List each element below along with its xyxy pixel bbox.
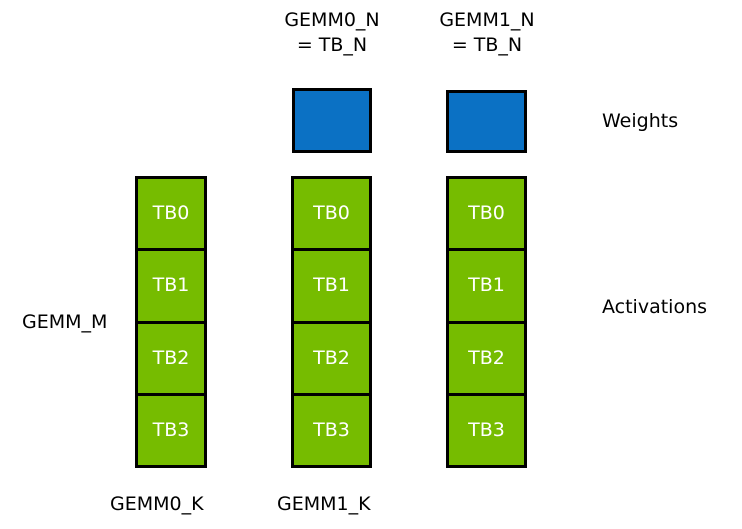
activation-cell-label: TB0	[152, 202, 190, 225]
top-label-gemm1-n-line1: GEMM1_N	[439, 9, 535, 31]
activation-cell-label: TB3	[313, 418, 350, 441]
legend-label-weights: Weights	[602, 110, 679, 132]
activation-cell: TB1	[135, 248, 207, 324]
axis-label-gemm-m: GEMM_M	[22, 311, 108, 333]
activation-cell: TB0	[446, 176, 527, 252]
activation-cell: TB3	[291, 392, 372, 468]
weight-block-gemm0	[292, 88, 372, 153]
activation-cell-label: TB3	[152, 418, 190, 441]
activation-cell: TB3	[446, 392, 527, 468]
activation-cell: TB2	[291, 320, 372, 396]
activation-cell-label: TB2	[313, 346, 350, 369]
activation-column-0: TB0 TB1 TB2 TB3	[135, 176, 207, 468]
activation-cell: TB0	[291, 176, 372, 252]
weight-block-gemm1	[446, 90, 527, 153]
activation-cell-label: TB0	[313, 202, 350, 225]
activation-cell-label: TB0	[468, 202, 505, 225]
activation-cell-label: TB1	[152, 274, 190, 297]
activation-column-2: TB0 TB1 TB2 TB3	[446, 176, 527, 468]
activation-cell: TB2	[446, 320, 527, 396]
activation-cell: TB3	[135, 392, 207, 468]
legend-label-activations: Activations	[602, 296, 708, 318]
top-label-gemm0-n-line2: = TB_N	[296, 34, 368, 56]
top-label-gemm1-n-line2: = TB_N	[451, 34, 523, 56]
activation-cell: TB0	[135, 176, 207, 252]
top-label-gemm1-n: GEMM1_N = TB_N	[407, 8, 567, 58]
axis-label-gemm0-k: GEMM0_K	[110, 493, 204, 515]
activation-cell: TB1	[291, 248, 372, 324]
activation-cell-label: TB1	[313, 274, 350, 297]
activation-cell: TB1	[446, 248, 527, 324]
top-label-gemm0-n: GEMM0_N = TB_N	[252, 8, 412, 58]
axis-label-gemm1-k: GEMM1_K	[277, 493, 371, 515]
activation-cell-label: TB1	[468, 274, 505, 297]
activation-cell-label: TB2	[468, 346, 505, 369]
activation-cell: TB2	[135, 320, 207, 396]
activation-column-1: TB0 TB1 TB2 TB3	[291, 176, 372, 468]
activation-cell-label: TB2	[152, 346, 190, 369]
activation-cell-label: TB3	[468, 418, 505, 441]
top-label-gemm0-n-line1: GEMM0_N	[284, 9, 380, 31]
